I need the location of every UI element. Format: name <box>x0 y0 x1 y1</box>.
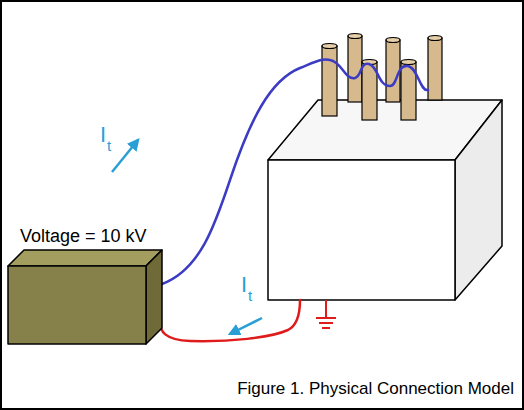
ground-symbol <box>316 300 336 328</box>
current-arrow <box>112 140 138 172</box>
current-arrow <box>230 318 262 334</box>
current-subscript: t <box>107 138 111 153</box>
figure-caption: Figure 1. Physical Connection Model <box>237 380 514 397</box>
test-set-box: Voltage = 10 kV <box>6 220 170 350</box>
voltage-label: Voltage = 10 kV <box>6 220 170 247</box>
ground-return-lead <box>160 300 300 341</box>
current-symbol: I <box>100 124 106 146</box>
current-subscript: t <box>248 288 252 303</box>
bushings <box>322 34 442 121</box>
transformer-tank <box>268 100 502 300</box>
high-voltage-lead <box>162 59 428 284</box>
current-symbol: I <box>241 274 247 296</box>
